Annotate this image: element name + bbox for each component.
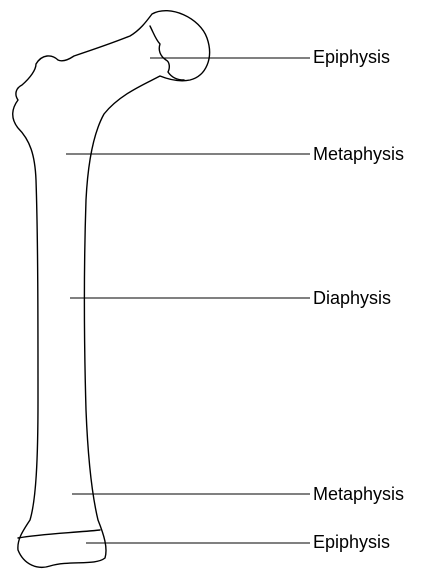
femur-illustration — [13, 11, 210, 568]
head-epiphyseal-line — [150, 26, 184, 80]
label-metaphysis-top: Metaphysis — [313, 144, 404, 164]
label-diaphysis: Diaphysis — [313, 288, 391, 308]
distal-epiphyseal-line — [18, 530, 100, 538]
label-metaphysis-bottom: Metaphysis — [313, 484, 404, 504]
femur-outline — [13, 11, 210, 568]
label-epiphysis-top: Epiphysis — [313, 47, 390, 67]
label-epiphysis-bottom: Epiphysis — [313, 532, 390, 552]
